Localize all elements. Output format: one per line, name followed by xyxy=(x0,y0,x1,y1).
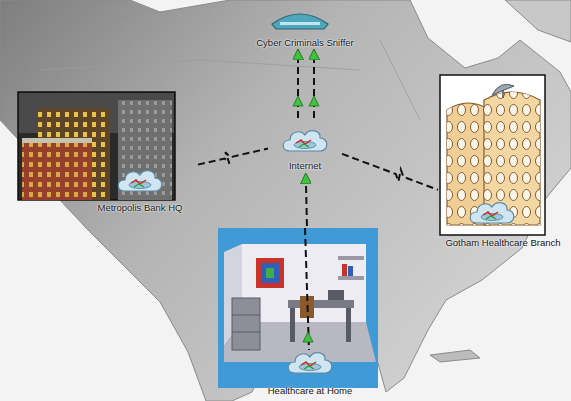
network-link xyxy=(342,154,438,190)
network-site-node: Internet xyxy=(268,118,342,174)
picture-frame xyxy=(218,228,378,388)
site-label: Healthcare at Home xyxy=(268,385,352,396)
city-illustration xyxy=(18,92,175,200)
hospital-illustration xyxy=(440,75,545,235)
picture-frame xyxy=(18,92,175,200)
sniffer-icon xyxy=(272,14,328,29)
wall-painting xyxy=(266,268,274,278)
greenland-land xyxy=(505,0,571,42)
desk-leg xyxy=(290,308,295,342)
network-site-node: Cyber Criminals Sniffer xyxy=(245,4,365,50)
network-site-node: Gotham Healthcare Branch xyxy=(438,74,548,250)
right-tower xyxy=(484,92,540,225)
tall-building xyxy=(118,100,172,200)
router-cloud-icon xyxy=(118,171,162,191)
chair xyxy=(300,296,314,318)
book xyxy=(342,264,347,276)
shelf xyxy=(338,276,364,280)
wall-painting xyxy=(256,258,284,288)
round-windows xyxy=(484,92,540,225)
dish-mast xyxy=(502,90,504,98)
router-cloud-icon xyxy=(288,353,332,373)
filing-cabinet xyxy=(232,298,260,350)
network-link xyxy=(313,50,315,118)
desk-leg xyxy=(346,308,351,342)
home-office-illustration xyxy=(218,228,378,388)
brick-building xyxy=(22,142,92,200)
internet-cloud-icon xyxy=(283,131,327,151)
network-link xyxy=(297,50,299,118)
sniffer-highlight xyxy=(280,22,320,25)
island-land xyxy=(430,350,480,362)
site-label: Internet xyxy=(289,160,321,171)
site-label: Cyber Criminals Sniffer xyxy=(256,37,354,48)
sniffer-dome xyxy=(272,14,328,29)
cable-stub xyxy=(305,228,309,350)
link-light xyxy=(293,96,303,106)
book xyxy=(348,266,353,276)
shelf xyxy=(338,256,364,260)
drawer-line xyxy=(232,315,260,316)
network-site-node: Healthcare at Home xyxy=(218,226,378,398)
wall-painting xyxy=(261,263,279,283)
lit-windows xyxy=(22,142,92,200)
network-link xyxy=(306,174,307,226)
site-label: Metropolis Bank HQ xyxy=(97,202,182,213)
drawer-line xyxy=(232,332,260,333)
network-link xyxy=(198,149,268,165)
router-cloud-icon xyxy=(470,203,514,223)
link-light xyxy=(309,96,319,106)
network-site-node: Metropolis Bank HQ xyxy=(16,90,198,214)
link-light xyxy=(303,332,313,342)
roof-ledge xyxy=(22,138,92,143)
building-windows xyxy=(118,100,172,200)
desk-top xyxy=(288,300,354,308)
picture-frame xyxy=(440,75,545,235)
site-label: Gotham Healthcare Branch xyxy=(445,237,560,248)
monitor xyxy=(328,290,344,300)
